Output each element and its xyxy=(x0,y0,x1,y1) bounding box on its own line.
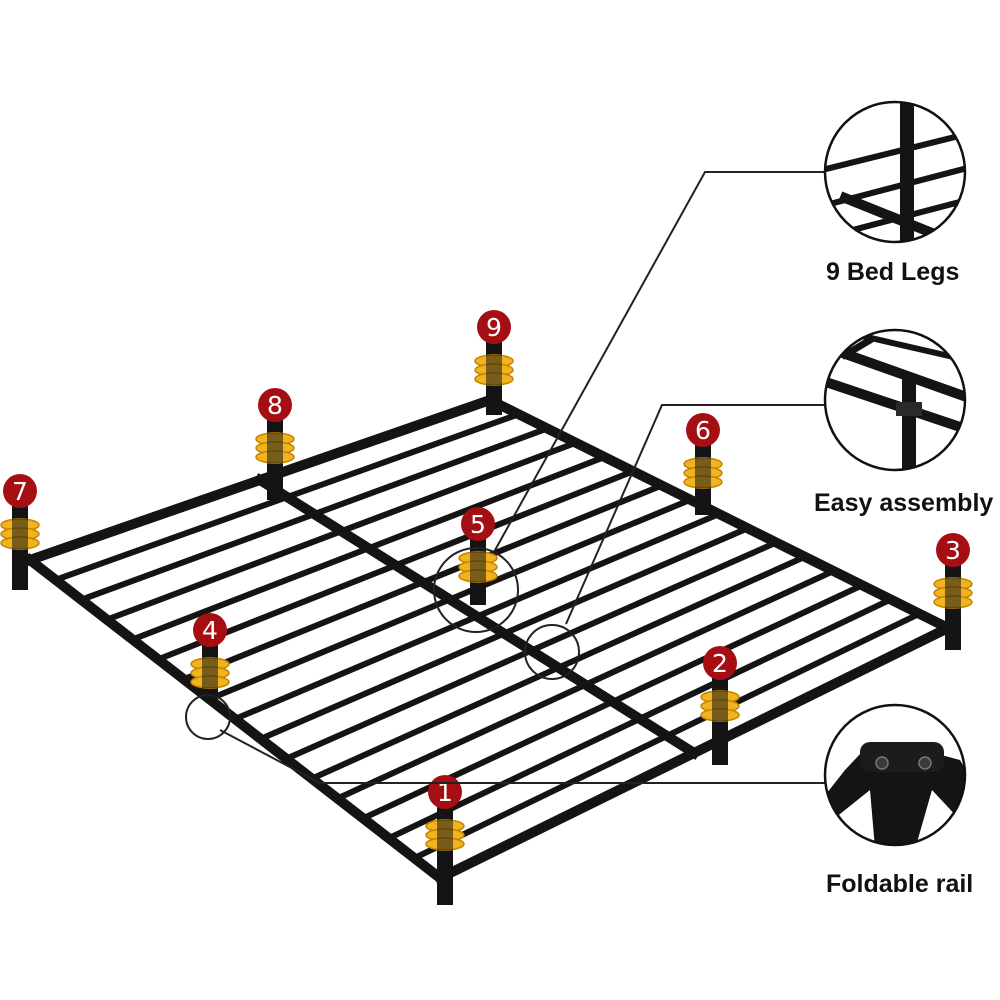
leg-number-badge xyxy=(686,413,720,447)
leg-number-label: 9 xyxy=(486,313,502,342)
inset-foldable-rail xyxy=(823,703,967,847)
side-rail xyxy=(22,552,448,886)
inset-easy-assembly xyxy=(823,328,967,472)
side-rail xyxy=(483,393,955,635)
leg-6: 6 xyxy=(683,413,723,515)
bed-frame xyxy=(22,393,955,886)
leg-post xyxy=(437,804,453,905)
leg-post-shadow xyxy=(486,355,502,385)
leg-number-badge xyxy=(3,474,37,508)
leg-post-shadow xyxy=(202,658,218,688)
leg-5: 5 xyxy=(458,507,498,605)
leg-post-shadow xyxy=(437,820,453,850)
leader-line-legs xyxy=(493,171,825,553)
leader-line-assembly xyxy=(565,404,825,625)
callout-label-bed-legs: 9 Bed Legs xyxy=(826,258,960,286)
leg-number-badge xyxy=(703,646,737,680)
leg-3: 3 xyxy=(933,533,973,650)
leg-post-shadow xyxy=(945,578,961,608)
leg-2: 2 xyxy=(700,646,740,765)
leg-post-shadow xyxy=(470,552,486,582)
detail-marker-joint xyxy=(524,624,580,680)
leg-number-badge xyxy=(461,507,495,541)
leg-post-shadow xyxy=(695,458,711,488)
inset-bed-legs xyxy=(823,100,967,244)
leg-post-shadow xyxy=(712,691,728,721)
callout-label-foldable-rail: Foldable rail xyxy=(826,870,974,898)
leg-4: 4 xyxy=(190,613,230,700)
leg-number-badge xyxy=(258,388,292,422)
detail-marker-leg xyxy=(433,547,519,633)
bed-legs: 1 2 3 4 5 6 7 8 9 xyxy=(0,310,973,905)
leg-7: 7 xyxy=(0,474,40,590)
leg-number-label: 3 xyxy=(945,536,961,565)
leg-number-label: 8 xyxy=(267,391,283,420)
leg-1: 1 xyxy=(425,775,465,905)
bed-rails xyxy=(22,393,955,886)
leg-number-label: 1 xyxy=(437,778,453,807)
callout-leaders xyxy=(185,171,825,784)
center-rail xyxy=(253,473,701,760)
leg-post-shadow xyxy=(267,433,283,463)
leg-number-label: 2 xyxy=(712,649,728,678)
leg-number-badge xyxy=(477,310,511,344)
leg-8: 8 xyxy=(255,388,295,500)
leg-9: 9 xyxy=(474,310,514,415)
leg-number-label: 7 xyxy=(12,477,28,506)
leg-post-shadow xyxy=(12,519,28,549)
leg-number-label: 5 xyxy=(470,510,486,539)
leader-line-rail xyxy=(219,729,825,784)
callout-label-easy-assembly: Easy assembly xyxy=(814,489,994,517)
leg-number-badge xyxy=(936,533,970,567)
leg-number-label: 4 xyxy=(202,616,218,645)
leg-number-label: 6 xyxy=(695,416,711,445)
leg-number-badge xyxy=(193,613,227,647)
detail-marker-hinge xyxy=(185,694,231,740)
bed-slats xyxy=(51,410,924,863)
